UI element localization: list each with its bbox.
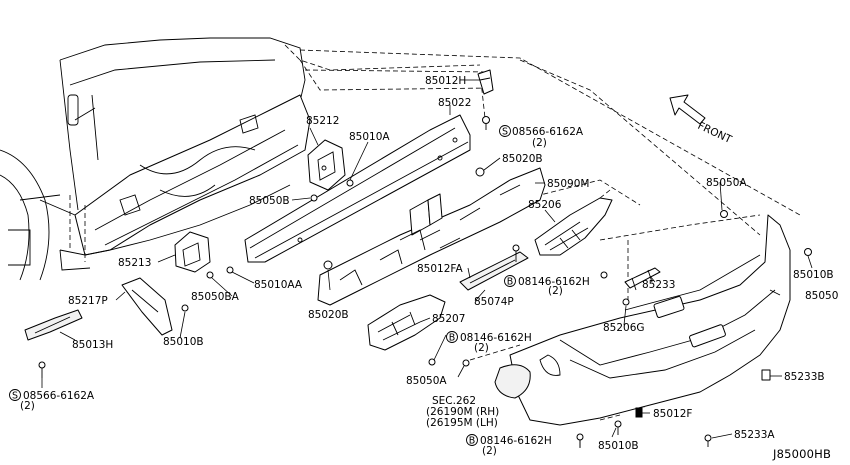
label-85050A-right: 85050A bbox=[706, 177, 747, 189]
label-08146-lower: 08146-6162H bbox=[460, 332, 532, 344]
label-85217P: 85217P bbox=[68, 295, 108, 307]
label-08146-mid: 08146-6162H bbox=[518, 276, 590, 288]
label-85233: 85233 bbox=[642, 279, 675, 291]
bolt-symbol-letter: B bbox=[449, 333, 456, 344]
label-85013H: 85013H bbox=[72, 339, 113, 351]
fasteners bbox=[38, 116, 812, 448]
label-85010AA: 85010AA bbox=[254, 279, 303, 291]
strip-85074P[interactable] bbox=[459, 251, 529, 291]
bumper-reinforcement[interactable] bbox=[244, 114, 471, 263]
bolt-symbol-letter: B bbox=[469, 436, 476, 447]
label-08566-top: 08566-6162A bbox=[512, 126, 584, 138]
label-85233B: 85233B bbox=[784, 371, 825, 383]
label-08146-mid-qty: (2) bbox=[548, 285, 563, 297]
bracket-85233[interactable] bbox=[624, 267, 661, 291]
diagram-code: J85000HB bbox=[772, 447, 831, 461]
label-85213: 85213 bbox=[118, 257, 151, 269]
screw-symbol-letter: S bbox=[502, 127, 508, 138]
bracket-85212[interactable] bbox=[307, 139, 346, 191]
label-85050A-lower: 85050A bbox=[406, 375, 447, 387]
bolt-symbol bbox=[446, 331, 458, 343]
label-08146-bottom-qty: (2) bbox=[482, 445, 497, 457]
label-85212: 85212 bbox=[306, 115, 339, 127]
label-85012FA: 85012FA bbox=[417, 263, 463, 275]
part-labels: 85012H 85022 85212 85010A 08566-6162A (2… bbox=[20, 75, 838, 461]
label-sec-lh: (26195M (LH) bbox=[426, 417, 498, 429]
label-85020B-top: 85020B bbox=[502, 153, 543, 165]
label-85206: 85206 bbox=[528, 199, 562, 211]
label-85012F: 85012F bbox=[653, 408, 692, 420]
label-08566-top-qty: (2) bbox=[532, 137, 547, 149]
screw-symbol bbox=[9, 389, 21, 401]
energy-absorber[interactable] bbox=[317, 167, 546, 306]
bolt-symbol bbox=[504, 275, 516, 287]
label-85050BA: 85050BA bbox=[191, 291, 240, 303]
label-85207: 85207 bbox=[432, 313, 465, 325]
label-sec-262: SEC.262 bbox=[432, 395, 476, 407]
label-85050: 85050 bbox=[805, 290, 838, 302]
side-bracket-85207[interactable] bbox=[367, 294, 446, 351]
label-85206G: 85206G bbox=[603, 322, 645, 334]
label-08566-bottom-qty: (2) bbox=[20, 400, 35, 412]
side-mount-85013H[interactable] bbox=[24, 309, 83, 341]
label-sec-rh: (26190M (RH) bbox=[426, 406, 499, 418]
bolt-symbol-letter: B bbox=[507, 277, 514, 288]
screw-symbol bbox=[499, 125, 511, 137]
mount-85012H[interactable] bbox=[477, 69, 494, 95]
label-85233A: 85233A bbox=[734, 429, 775, 441]
label-85010B-right: 85010B bbox=[793, 269, 834, 281]
label-85022: 85022 bbox=[438, 97, 471, 109]
label-08146-bottom: 08146-6162H bbox=[480, 435, 552, 447]
leader-lines bbox=[41, 79, 813, 447]
label-85074P: 85074P bbox=[474, 296, 514, 308]
splash-guard-85217P[interactable] bbox=[121, 277, 173, 336]
label-85010B-left: 85010B bbox=[163, 336, 204, 348]
label-08146-lower-qty: (2) bbox=[474, 342, 489, 354]
label-85050B: 85050B bbox=[249, 195, 290, 207]
label-08566-bottom: 08566-6162A bbox=[23, 390, 95, 402]
screw-symbol-letter: S bbox=[12, 391, 18, 402]
fastener-symbols: S B B S B bbox=[9, 125, 516, 447]
label-85020B-bottom: 85020B bbox=[308, 309, 349, 321]
bracket-85213[interactable] bbox=[174, 231, 211, 273]
side-bracket-85206[interactable] bbox=[534, 189, 613, 256]
front-label: FRONT bbox=[696, 120, 734, 146]
bolt-symbol bbox=[466, 434, 478, 446]
label-85010A: 85010A bbox=[349, 131, 390, 143]
front-arrow: FRONT bbox=[669, 94, 734, 146]
label-85010B-bottom: 85010B bbox=[598, 440, 639, 452]
label-85090M: 85090M bbox=[547, 178, 589, 190]
label-85012H: 85012H bbox=[425, 75, 466, 87]
rear-bumper-fascia[interactable] bbox=[494, 214, 791, 426]
